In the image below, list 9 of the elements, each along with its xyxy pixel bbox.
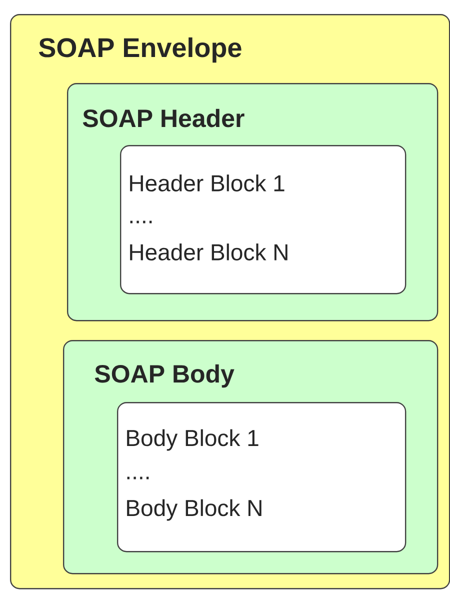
block-entry: Header Block 1 (130, 174, 284, 192)
block-entry: Body Block 1 (127, 429, 258, 451)
block-entry: Body Block N (127, 499, 262, 521)
block-entry: .... (130, 220, 152, 224)
panel-title: SOAP Envelope (38, 37, 242, 63)
panel-title: SOAP Body (94, 364, 234, 388)
panel-title: SOAP Header (82, 108, 244, 128)
block-entry: .... (127, 476, 149, 480)
block-entry: Header Block N (130, 244, 288, 260)
